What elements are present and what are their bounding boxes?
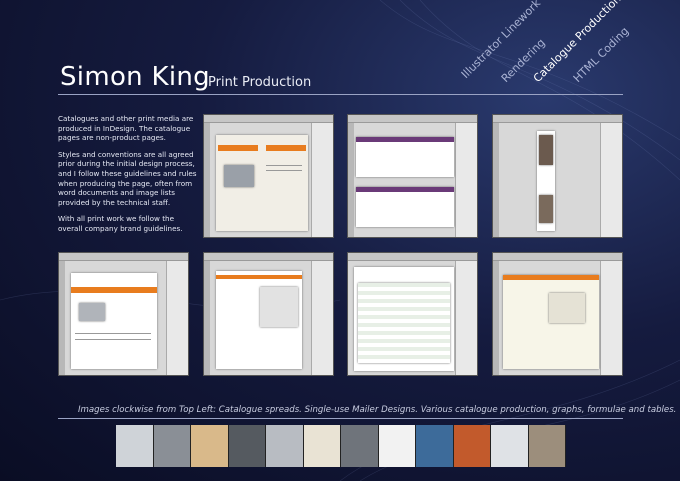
intro-paragraph: With all print work we follow the overal… [58,214,183,233]
thumbnail[interactable] [191,425,229,467]
thumbnail[interactable] [378,425,416,467]
thumbnail[interactable] [266,425,304,467]
intro-paragraph: Catalogues and other print media are pro… [58,114,194,143]
footer-divider [58,418,623,419]
intro-paragraph: Styles and conventions are all agreed pr… [58,149,197,207]
thumbnail[interactable] [341,425,379,467]
screenshot-data-table[interactable] [347,252,478,376]
thumbnail[interactable] [453,425,491,467]
screenshot-catalogue-spread[interactable] [203,114,334,238]
thumbnail-strip[interactable] [116,425,566,467]
screenshot-graph-page[interactable] [203,252,334,376]
page-title: Simon King [60,62,210,92]
thumbnail[interactable] [528,425,566,467]
thumbnail[interactable] [491,425,529,467]
screenshot-mailer-design[interactable] [347,114,478,238]
intro-text: Catalogues and other print media are pro… [58,114,198,241]
header-divider [58,94,623,95]
caption: Images clockwise from Top Left: Catalogu… [78,405,677,415]
page-subtitle: Print Production [208,75,312,90]
thumbnail[interactable] [153,425,191,467]
thumbnail[interactable] [228,425,266,467]
screenshot-catalogue-page[interactable] [58,252,189,376]
nav-illustrator-linework[interactable]: Illustrator Linework [458,0,544,82]
thumbnail[interactable] [303,425,341,467]
thumbnail[interactable] [116,425,154,467]
screenshot-catalogue-column[interactable] [492,114,623,238]
screenshot-formula-page[interactable] [492,252,623,376]
thumbnail[interactable] [416,425,454,467]
